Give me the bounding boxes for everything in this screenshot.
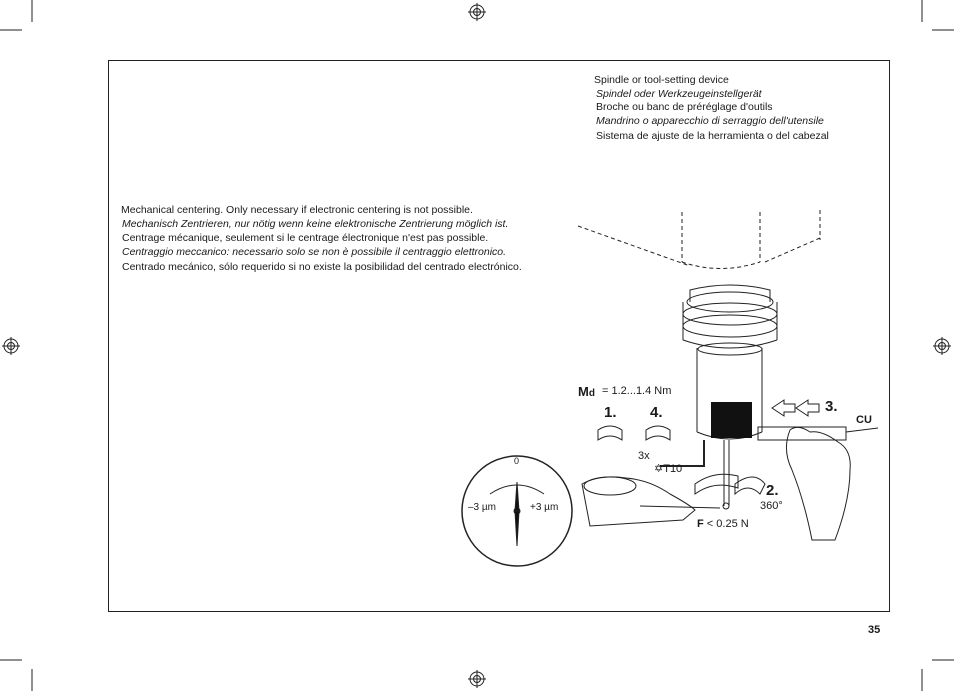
page-number: 35 <box>868 624 881 636</box>
probe-window <box>711 402 752 438</box>
stylus-tip <box>722 502 730 510</box>
cable <box>845 427 879 433</box>
dial-indicator-arm <box>639 505 721 509</box>
gauge-needle-up <box>514 481 520 512</box>
centering-text-fr: Centrage mécanique, seulement si le cent… <box>122 232 489 244</box>
rotate-arrow-4 <box>645 425 671 441</box>
device-label-en: Spindle or tool-setting device <box>594 74 729 86</box>
allen-key <box>660 440 705 467</box>
torque-subscript: d <box>588 388 595 399</box>
gauge-face <box>461 455 573 567</box>
device-label-de: Spindel oder Werkzeugeinstellgerät <box>596 88 762 100</box>
device-label-fr: Broche ou banc de préréglage d'outils <box>596 101 773 113</box>
registration-mark-left <box>2 337 20 355</box>
rotation-label: 360° <box>760 500 783 512</box>
push-arrow-b <box>795 399 820 417</box>
torx-icon: ✡ <box>654 463 664 475</box>
hand <box>786 426 851 541</box>
step-4: 4. <box>650 404 663 421</box>
dial-indicator-body <box>581 476 696 527</box>
cable-connector <box>757 426 847 441</box>
step-2: 2. <box>766 482 779 499</box>
centering-text-es: Centrado mecánico, sólo requerido si no … <box>122 261 522 273</box>
screw-count: 3x <box>638 450 650 462</box>
page-frame <box>108 60 890 612</box>
device-label-it: Mandrino o apparecchio di serraggio dell… <box>596 115 824 127</box>
rotate-arrow-1 <box>597 425 623 441</box>
torque-value: = 1.2...1.4 Nm <box>602 385 672 397</box>
torque-symbol: Md <box>578 384 595 399</box>
rotate-arrow-2b <box>734 476 766 496</box>
centering-text-de: Mechanisch Zentrieren, nur nötig wenn ke… <box>122 218 509 230</box>
device-label-es: Sistema de ajuste de la herramienta o de… <box>596 130 829 142</box>
registration-mark-bottom <box>468 670 486 688</box>
gauge-arc <box>489 484 545 495</box>
push-arrow-a <box>771 399 796 417</box>
centering-text-it: Centraggio meccanico: necessario solo se… <box>122 246 507 258</box>
gauge-plus: +3 µm <box>530 502 559 513</box>
gauge-minus: –3 µm <box>468 502 496 513</box>
gauge-needle-down <box>514 510 520 547</box>
force-label: F < 0.25 N <box>697 518 749 530</box>
rotate-arrow-2a <box>694 473 739 495</box>
step-1: 1. <box>604 404 617 421</box>
registration-mark-top <box>468 3 486 21</box>
gauge-zero: 0 <box>514 456 520 466</box>
probe-body <box>696 342 763 440</box>
cable-label-cu: CU <box>856 414 872 426</box>
spindle-outline <box>577 210 821 269</box>
adapter-flange <box>682 284 778 349</box>
step-3: 3. <box>825 398 838 415</box>
screw-type-label: ✡T10 <box>654 463 683 475</box>
centering-text-en: Mechanical centering. Only necessary if … <box>121 204 473 216</box>
registration-mark-right <box>933 337 951 355</box>
